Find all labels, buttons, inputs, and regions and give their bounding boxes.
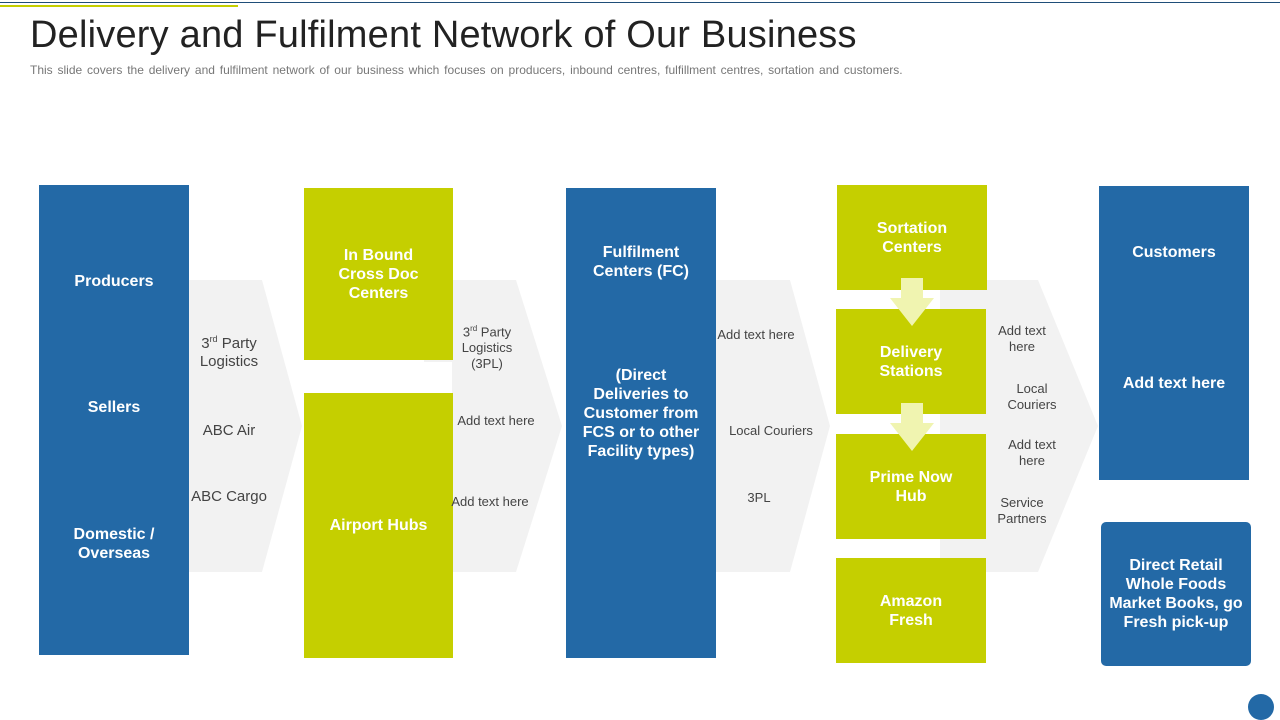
amazon-fresh-box: Amazon Fresh: [836, 558, 986, 663]
channel1-abc-cargo: ABC Cargo: [191, 488, 267, 505]
sellers-label: Sellers: [87, 399, 141, 416]
channel4-add-text-2: Add text here: [1008, 437, 1056, 468]
prime-now-hub-label: Prime Now Hub: [869, 468, 953, 505]
top-rule: [0, 2, 1280, 3]
customers-box: Customers Add text here: [1099, 186, 1249, 480]
direct-retail-box: Direct Retail Whole Foods Market Books, …: [1101, 522, 1251, 666]
amazon-fresh-label: Amazon Fresh: [879, 592, 943, 629]
chevron-2: [424, 280, 562, 572]
channel3-local-couriers: Local Couriers: [729, 423, 813, 438]
channel1-third-party-logistics: 3rd Party Logistics: [199, 334, 259, 370]
page-title: Delivery and Fulfilment Network of Our B…: [30, 14, 857, 56]
down-arrow-icon: [890, 403, 934, 451]
inbound-cross-doc-box: In Bound Cross Doc Centers: [304, 188, 453, 360]
direct-retail-label: Direct Retail Whole Foods Market Books, …: [1109, 557, 1243, 631]
channel3-3pl: 3PL: [747, 490, 771, 505]
airport-hubs-label: Airport Hubs: [329, 517, 428, 534]
sortation-centers-box: Sortation Centers: [837, 185, 987, 290]
delivery-stations-label: Delivery Stations: [879, 343, 943, 380]
channel4-service-partners: Service Partners: [997, 495, 1047, 526]
domestic-overseas-label: Domestic / Overseas: [73, 526, 155, 562]
prime-now-hub-box: Prime Now Hub: [836, 434, 986, 539]
inbound-cross-doc-label: In Bound Cross Doc Centers: [338, 246, 419, 302]
fulfilment-centers-title: Fulfilment Centers (FC): [592, 244, 689, 280]
customers-title: Customers: [1132, 244, 1216, 261]
sortation-centers-label: Sortation Centers: [876, 219, 948, 256]
page-subtitle: This slide covers the delivery and fulfi…: [30, 63, 903, 77]
sources-box: Producers Sellers Domestic / Overseas: [39, 185, 189, 655]
channel1-abc-air: ABC Air: [202, 422, 256, 439]
delivery-stations-box: Delivery Stations: [836, 309, 986, 414]
channel3-add-text: Add text here: [717, 327, 795, 342]
fulfilment-centers-detail: (Direct Deliveries to Customer from FCS …: [582, 367, 700, 460]
down-arrow-icon: [890, 278, 934, 326]
producers-label: Producers: [74, 273, 154, 290]
chevron-1: [185, 280, 302, 572]
chevron-3: [714, 280, 830, 572]
channel2-third-party-logistics: 3rd Party Logistics (3PL): [461, 324, 513, 372]
channel4-local-couriers: Local Couriers: [1007, 381, 1057, 412]
fulfilment-centers-box: Fulfilment Centers (FC) (Direct Deliveri…: [566, 188, 716, 658]
channel2-add-text-1: Add text here: [457, 413, 535, 428]
airport-hubs-box: Airport Hubs: [304, 393, 453, 658]
channel2-add-text-2: Add text here: [451, 494, 529, 509]
top-accent-bar: [0, 5, 238, 7]
page-indicator-dot: [1248, 694, 1274, 720]
customers-detail: Add text here: [1122, 375, 1226, 392]
channel4-add-text-1: Add text here: [998, 323, 1046, 354]
